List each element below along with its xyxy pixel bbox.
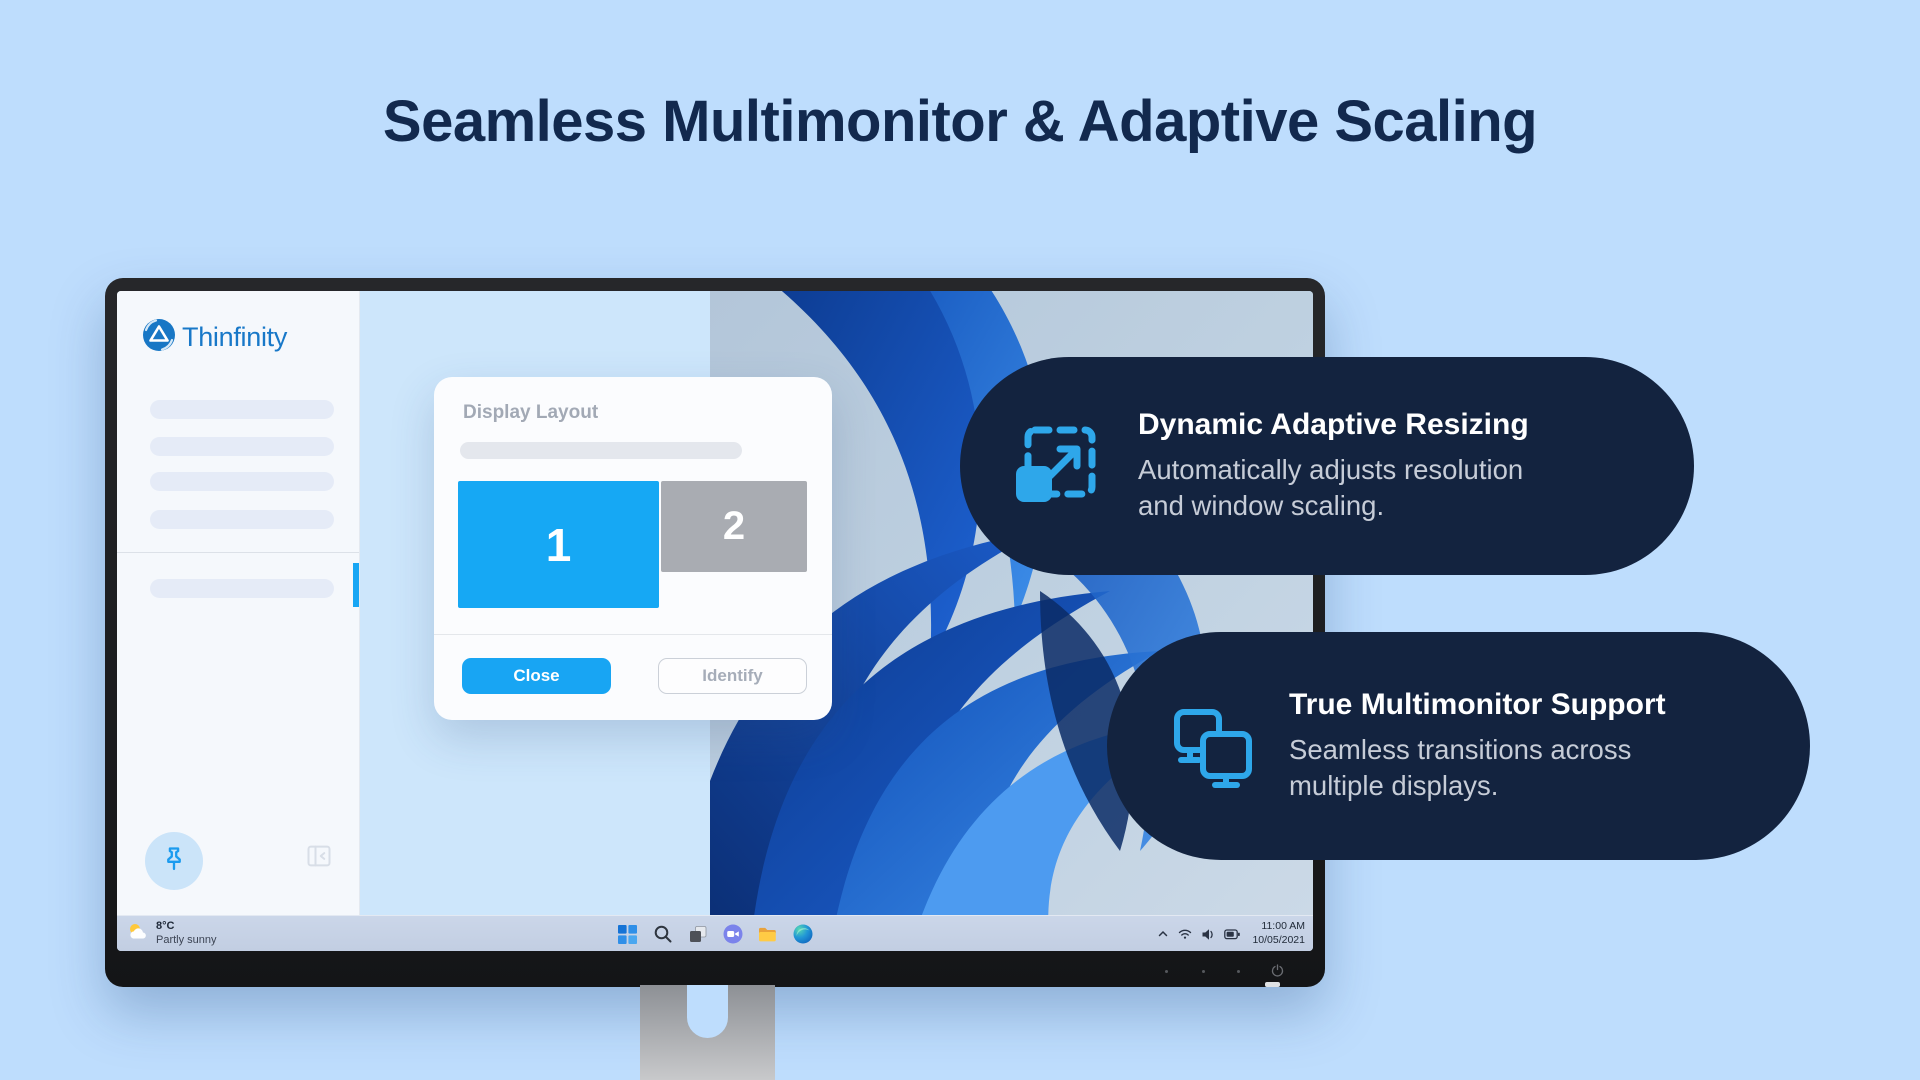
weather-widget[interactable]: 8°C Partly sunny xyxy=(127,916,217,951)
app-sidebar: Thinfinity xyxy=(117,291,360,915)
sidebar-nav-placeholder xyxy=(150,400,334,419)
monitor-2-tile[interactable]: 2 xyxy=(661,481,807,572)
task-view-icon[interactable] xyxy=(687,924,708,945)
close-button[interactable]: Close xyxy=(462,658,611,694)
dialog-title: Display Layout xyxy=(463,402,599,423)
resize-expand-icon xyxy=(1014,420,1102,513)
volume-icon[interactable] xyxy=(1201,928,1215,941)
weather-temperature: 8°C xyxy=(156,920,175,933)
clock-date: 10/05/2021 xyxy=(1252,934,1305,946)
monitor-stand xyxy=(640,985,775,1080)
collapse-sidebar-icon xyxy=(305,845,333,874)
thinfinity-logo[interactable]: Thinfinity xyxy=(141,317,287,358)
sidebar-nav-placeholder xyxy=(150,472,334,491)
pin-icon xyxy=(160,845,188,878)
sidebar-nav-placeholder xyxy=(150,437,334,456)
monitor-1-tile[interactable]: 1 xyxy=(458,481,659,608)
edge-icon[interactable] xyxy=(792,924,813,945)
partly-sunny-icon xyxy=(127,921,149,948)
menu-dot-button xyxy=(1237,970,1240,973)
callout-multimonitor-support: True Multimonitor Support Seamless trans… xyxy=(1107,632,1810,860)
dialog-description-placeholder xyxy=(460,442,742,459)
logo-wordmark: Thinfinity xyxy=(182,322,288,352)
callout-title: True Multimonitor Support xyxy=(1289,687,1666,721)
display-layout-dialog: Display Layout 1 2 Close Identify xyxy=(434,377,832,720)
dialog-divider xyxy=(434,634,832,635)
file-explorer-icon[interactable] xyxy=(757,924,778,945)
active-item-indicator xyxy=(353,563,359,607)
taskbar-clock[interactable]: 11:00 AM 10/05/2021 xyxy=(1252,920,1305,947)
page-title: Seamless Multimonitor & Adaptive Scaling xyxy=(382,89,1538,154)
identify-button[interactable]: Identify xyxy=(658,658,807,694)
search-icon[interactable] xyxy=(652,924,673,945)
callout-body: Seamless transitions across multiple dis… xyxy=(1289,733,1632,801)
callout-body: Automatically adjusts resolution and win… xyxy=(1138,453,1524,521)
chevron-up-icon[interactable] xyxy=(1157,928,1169,940)
dual-monitor-icon xyxy=(1165,698,1257,795)
menu-dot-button xyxy=(1202,970,1205,973)
system-tray[interactable]: 11:00 AM 10/05/2021 xyxy=(1157,916,1305,951)
clock-time: 11:00 AM xyxy=(1261,920,1305,933)
callout-dynamic-resizing: Dynamic Adaptive Resizing Automatically … xyxy=(960,357,1694,575)
callout-title: Dynamic Adaptive Resizing xyxy=(1138,407,1529,441)
teams-chat-icon[interactable] xyxy=(722,924,743,945)
wifi-icon[interactable] xyxy=(1178,928,1192,940)
weather-condition: Partly sunny xyxy=(156,934,217,946)
pin-sidebar-button[interactable] xyxy=(145,832,203,890)
windows-start-icon[interactable] xyxy=(617,924,638,945)
sidebar-active-item[interactable] xyxy=(150,579,334,598)
menu-dot-button xyxy=(1165,970,1168,973)
battery-icon[interactable] xyxy=(1224,928,1241,940)
stand-cable-notch xyxy=(687,985,728,1038)
collapse-sidebar-button[interactable] xyxy=(305,842,333,870)
windows-taskbar: 8°C Partly sunny xyxy=(117,915,1313,951)
power-button-icon xyxy=(1271,964,1284,977)
sidebar-nav-placeholder xyxy=(150,510,334,529)
thinfinity-globe-icon xyxy=(141,317,177,358)
sidebar-divider xyxy=(117,552,359,553)
power-led xyxy=(1265,982,1280,987)
